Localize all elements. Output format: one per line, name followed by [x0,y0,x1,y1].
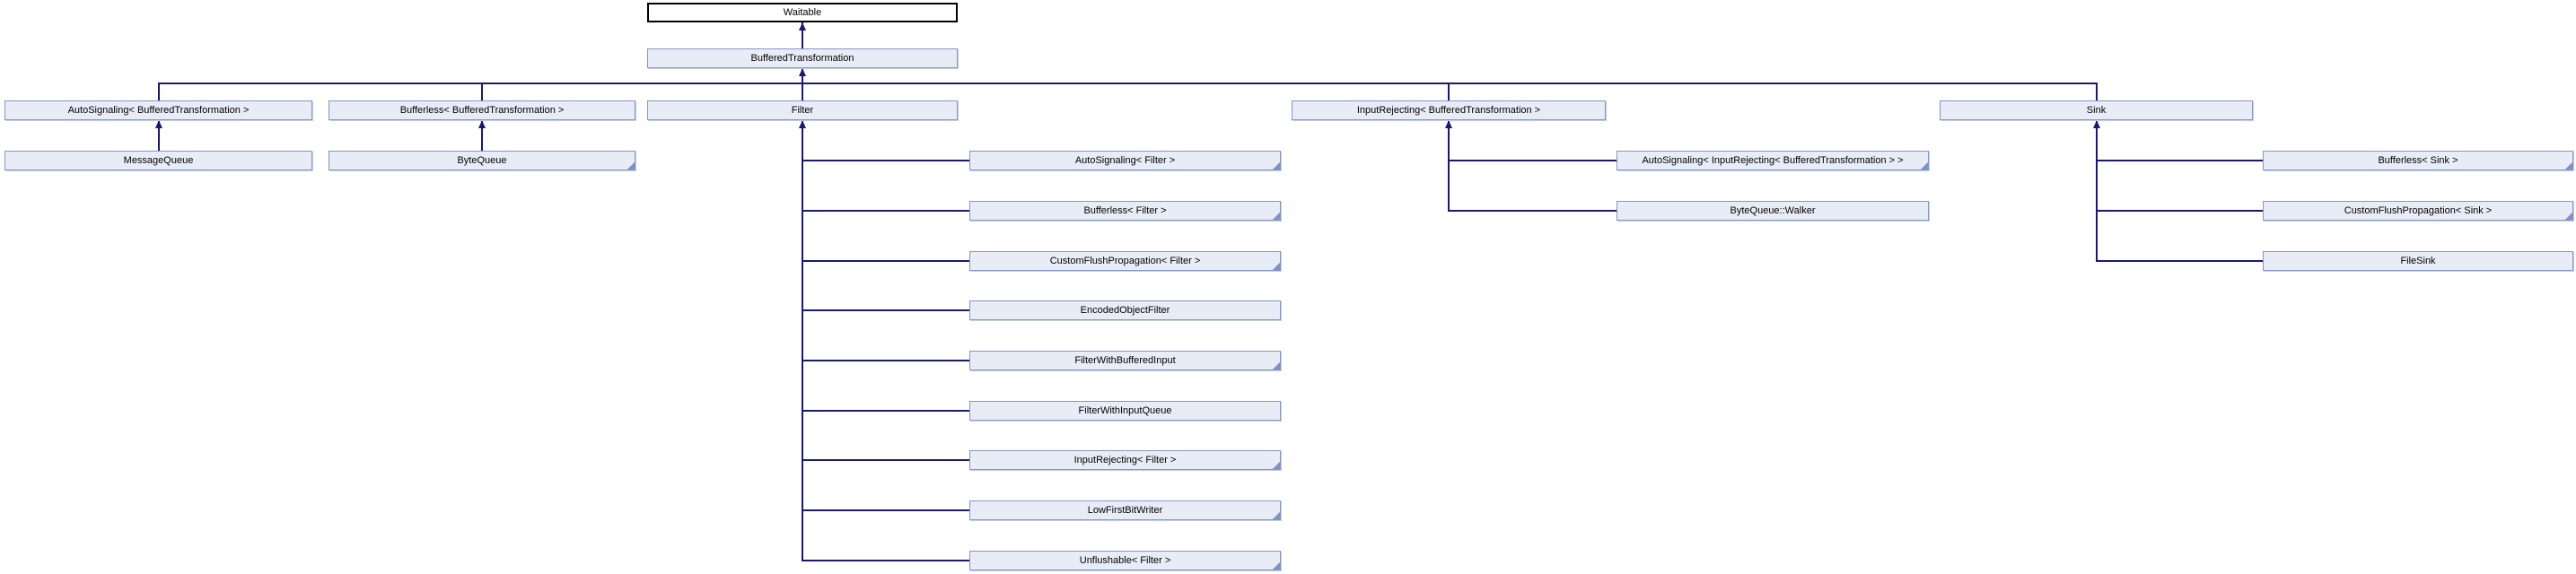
class-node-unflushable-filter[interactable]: Unflushable< Filter > [969,551,1281,570]
folded-corner-icon [626,161,635,170]
edge-line [802,22,803,48]
folded-corner-icon [2564,161,2572,170]
arrowhead-icon [478,120,486,128]
class-node-label: AutoSignaling< BufferedTransformation > [67,105,250,116]
class-node-buffered-transformation[interactable]: BufferedTransformation [647,48,958,68]
edge-line [2095,120,2098,262]
class-node-inputrejecting-bt[interactable]: InputRejecting< BufferedTransformation > [1292,100,1606,120]
class-node-sink[interactable]: Sink [1940,100,2253,120]
class-node-label: MessageQueue [123,155,194,166]
class-node-label: CustomFlushPropagation< Filter > [1049,256,1201,266]
class-node-customflushpropagation-sink[interactable]: CustomFlushPropagation< Sink > [2263,201,2573,221]
class-node-label: Waitable [783,7,822,18]
edge-line [481,83,483,100]
class-node-label: Unflushable< Filter > [1079,555,1171,566]
arrowhead-icon [1445,120,1452,128]
class-node-label: Sink [2086,105,2107,116]
class-node-label: Bufferless< Filter > [1083,205,1167,216]
class-node-label: ByteQueue::Walker [1730,205,1816,216]
edge-line [2096,260,2263,262]
class-node-autosignaling-bt[interactable]: AutoSignaling< BufferedTransformation > [4,100,312,120]
class-node-label: AutoSignaling< InputRejecting< BufferedT… [1642,155,1904,166]
class-node-inputrejecting-filter[interactable]: InputRejecting< Filter > [969,450,1281,470]
class-node-label: FilterWithInputQueue [1078,405,1172,416]
edge-line [802,260,969,262]
class-node-autosignaling-inputrejecting-bt[interactable]: AutoSignaling< InputRejecting< BufferedT… [1617,151,1929,170]
class-node-label: BufferedTransformation [750,53,854,64]
folded-corner-icon [1272,561,1280,570]
edge-line [802,410,969,412]
edge-line [802,459,969,461]
class-node-bufferless-filter[interactable]: Bufferless< Filter > [969,201,1281,221]
class-node-filesink[interactable]: FileSink [2263,251,2573,271]
class-node-label: Filter [791,105,814,116]
arrowhead-icon [799,22,806,30]
edge-line [802,309,969,311]
edge-line [2096,210,2263,212]
folded-corner-icon [2564,212,2572,220]
class-node-label: EncodedObjectFilter [1080,305,1170,316]
class-node-lowfirstbitwriter[interactable]: LowFirstBitWriter [969,500,1281,520]
class-node-encodedobjectfilter[interactable]: EncodedObjectFilter [969,300,1281,320]
edge-line [157,120,160,151]
class-node-label: Bufferless< Sink > [2378,155,2458,166]
class-node-bytequeue-walker[interactable]: ByteQueue::Walker [1617,201,1929,221]
class-node-bufferless-sink[interactable]: Bufferless< Sink > [2263,151,2573,170]
edge-line [157,83,2098,84]
class-node-messagequeue[interactable]: MessageQueue [4,151,312,170]
edge-line [802,360,969,361]
arrowhead-icon [799,68,806,76]
folded-corner-icon [1272,511,1280,519]
class-node-bufferless-bt[interactable]: Bufferless< BufferedTransformation > [329,100,635,120]
edge-line [481,120,483,151]
edge-line [802,83,803,100]
arrowhead-icon [2092,120,2100,128]
folded-corner-icon [1272,262,1280,270]
arrowhead-icon [799,120,806,128]
edge-line [157,83,160,100]
folded-corner-icon [1272,161,1280,170]
class-node-autosignaling-filter[interactable]: AutoSignaling< Filter > [969,151,1281,170]
folded-corner-icon [1272,361,1280,370]
class-node-label: Bufferless< BufferedTransformation > [399,105,565,116]
edge-line [802,120,803,561]
folded-corner-icon [1920,161,1928,170]
class-node-label: FileSink [2400,256,2436,266]
class-node-waitable: Waitable [647,3,958,22]
class-node-filter[interactable]: Filter [647,100,958,120]
class-node-label: CustomFlushPropagation< Sink > [2344,205,2493,216]
edge-line [2095,83,2098,100]
class-node-label: ByteQueue [457,155,507,166]
edge-line [1449,160,1617,161]
edge-line [802,560,969,561]
class-node-bytequeue[interactable]: ByteQueue [329,151,635,170]
folded-corner-icon [1272,212,1280,220]
edge-line [802,210,969,212]
class-node-customflushpropagation-filter[interactable]: CustomFlushPropagation< Filter > [969,251,1281,271]
class-node-filterwithbufferedinput[interactable]: FilterWithBufferedInput [969,351,1281,370]
edge-line [1448,83,1450,100]
edge-line [1448,120,1450,212]
class-node-filterwithinputqueue[interactable]: FilterWithInputQueue [969,401,1281,421]
folded-corner-icon [1272,461,1280,469]
class-node-label: LowFirstBitWriter [1087,505,1163,516]
edge-line [1449,210,1617,212]
arrowhead-icon [154,120,162,128]
class-node-label: FilterWithBufferedInput [1074,355,1176,366]
class-node-label: InputRejecting< BufferedTransformation > [1356,105,1541,116]
class-node-label: InputRejecting< Filter > [1073,455,1177,465]
edge-line [2096,160,2263,161]
edge-line [802,509,969,511]
edge-line [802,160,969,161]
class-node-label: AutoSignaling< Filter > [1074,155,1176,166]
